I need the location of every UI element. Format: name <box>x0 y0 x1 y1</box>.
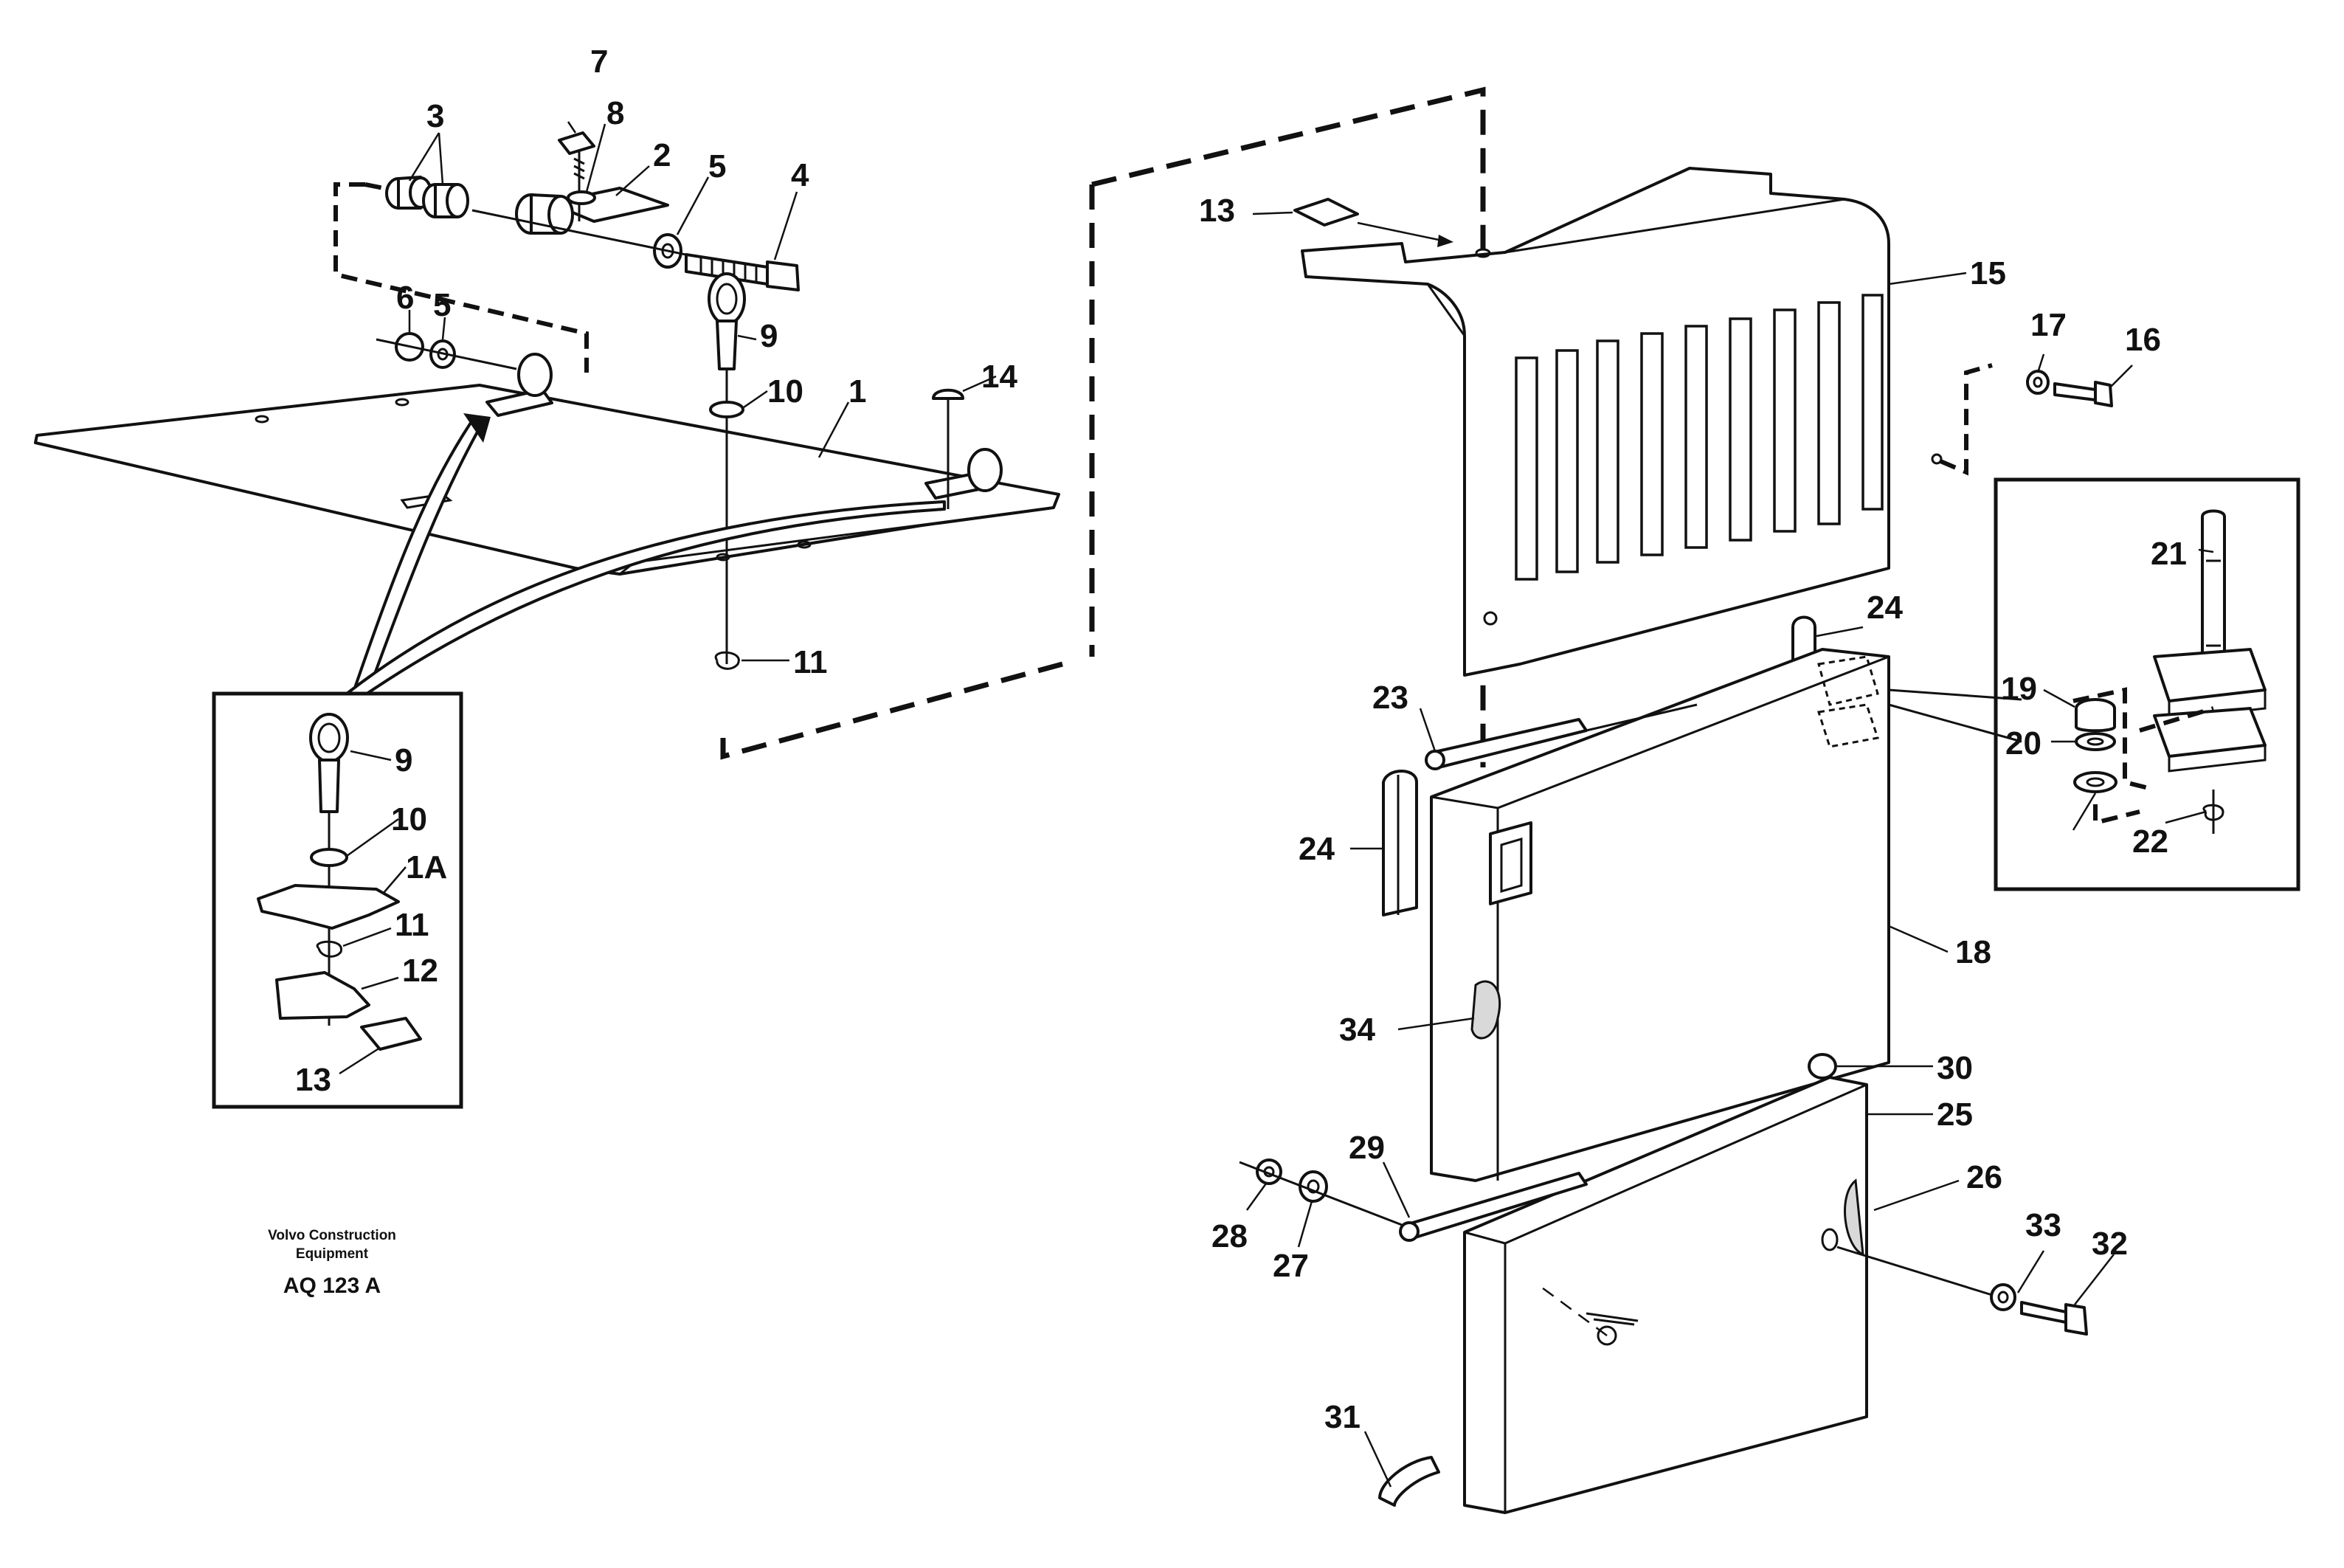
inset-callout-10: 10 <box>391 801 427 837</box>
callout-15: 15 <box>1970 255 2006 291</box>
callout-19: 19 <box>2001 671 2037 707</box>
callout-22: 22 <box>2132 823 2168 860</box>
battery-box <box>1430 648 1890 1182</box>
callout-3: 3 <box>426 98 444 134</box>
callout-27: 27 <box>1273 1248 1309 1284</box>
callout-32: 32 <box>2092 1226 2128 1262</box>
drawing-code: AQ 123 A <box>283 1274 381 1298</box>
callout-8: 8 <box>606 95 624 131</box>
cover-plate <box>34 384 1060 576</box>
callout-14: 14 <box>981 359 1017 395</box>
callout-25: 25 <box>1937 1096 1973 1133</box>
callout-11: 11 <box>793 644 828 680</box>
callout-5-upper: 5 <box>708 148 726 184</box>
cover-slots <box>1515 294 1884 581</box>
enclosure-assembly <box>1239 167 2300 1514</box>
callout-24-top: 24 <box>1867 590 1903 626</box>
callout-21: 21 <box>2151 536 2187 572</box>
credit-line-2: Equipment <box>296 1246 369 1262</box>
cover-plate-assembly <box>34 86 1486 767</box>
callout-17: 17 <box>2030 307 2067 343</box>
callout-10: 10 <box>767 373 803 410</box>
callout-6: 6 <box>396 280 414 316</box>
callout-28: 28 <box>1211 1218 1248 1254</box>
pin-detail-inset <box>212 691 463 1109</box>
inset-callout-1A: 1A <box>406 849 447 885</box>
callout-1: 1 <box>848 373 866 410</box>
inset-callout-9: 9 <box>395 742 412 778</box>
callout-4: 4 <box>791 157 809 193</box>
callout-23: 23 <box>1372 680 1408 716</box>
callout-2: 2 <box>653 137 671 173</box>
callout-13: 13 <box>1199 193 1235 229</box>
callout-9: 9 <box>760 318 778 354</box>
inset-callout-12: 12 <box>402 953 438 989</box>
callout-20: 20 <box>2005 725 2042 761</box>
callout-33: 33 <box>2025 1207 2061 1243</box>
callout-18: 18 <box>1955 934 1991 970</box>
callout-29: 29 <box>1349 1130 1385 1166</box>
callout-24-left: 24 <box>1299 831 1335 867</box>
callout-31: 31 <box>1324 1399 1361 1435</box>
inset-callout-13: 13 <box>295 1062 331 1098</box>
callout-7: 7 <box>590 44 608 80</box>
callout-26: 26 <box>1966 1159 2002 1195</box>
callout-5-lower: 5 <box>433 287 451 323</box>
credit-line-1: Volvo Construction <box>268 1228 396 1243</box>
credit-block: Volvo Construction Equipment AQ 123 A <box>268 1228 396 1298</box>
callout-34: 34 <box>1339 1012 1375 1048</box>
callout-labels: 1 2 3 4 5 5 6 7 8 9 10 11 13 14 15 16 17… <box>295 44 2187 1435</box>
callout-30: 30 <box>1937 1050 1973 1086</box>
louvred-cover <box>1301 167 1890 677</box>
inset-callout-11: 11 <box>395 907 429 943</box>
callout-16: 16 <box>2125 322 2161 358</box>
